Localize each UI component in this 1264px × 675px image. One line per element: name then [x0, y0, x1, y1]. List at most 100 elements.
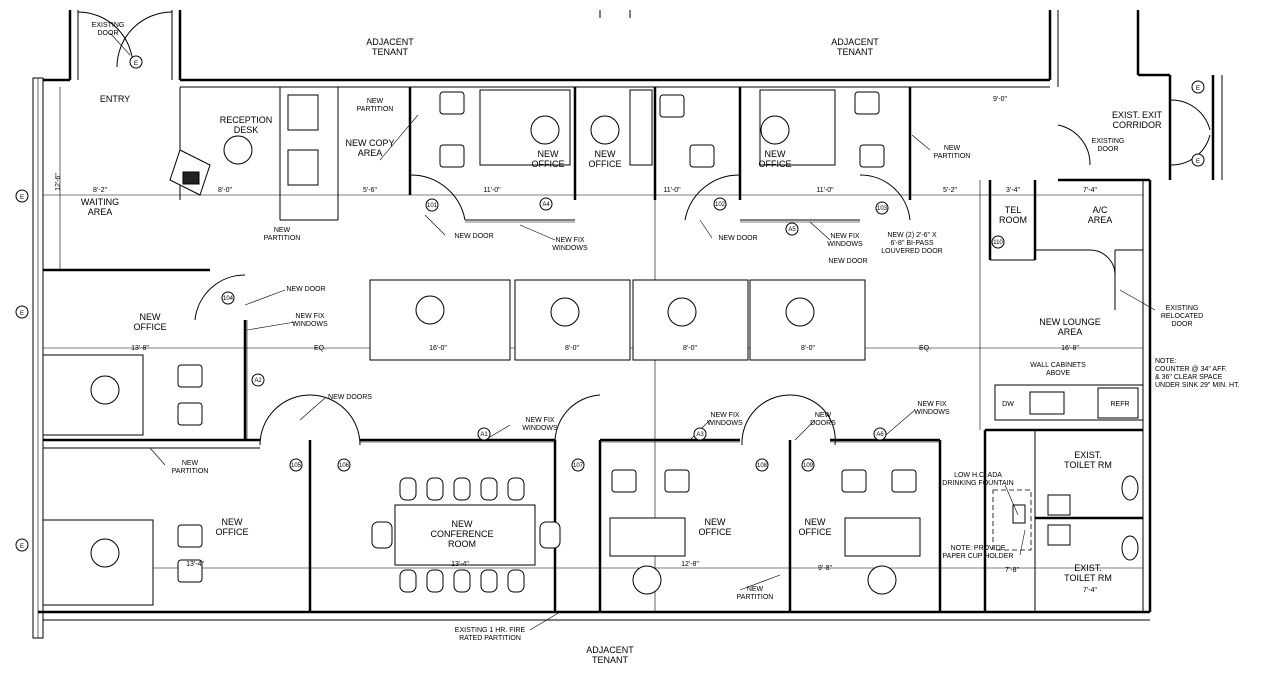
new-door-label-4: NEW DOOR — [286, 286, 325, 293]
window-tag: A6 — [876, 432, 884, 438]
dimension-texts: 12'-6" 8'-2" 8'-0" 5'-6" 11'-0" 11'-0" 1… — [55, 96, 1097, 594]
exterior-walls — [32, 10, 1223, 639]
elevation-label-4: E — [134, 61, 138, 67]
dim-text: 8'-0" — [565, 345, 579, 352]
dim-text: 3'-4" — [1006, 187, 1020, 194]
dim-text: EQ. — [919, 345, 931, 352]
door-tag: 107 — [573, 463, 584, 469]
dim-text: 8'-0" — [801, 345, 815, 352]
conference-table — [394, 504, 536, 566]
dim-text: 12'-6" — [55, 173, 62, 191]
dim-text: 5'-2" — [943, 187, 957, 194]
furniture — [42, 89, 1144, 606]
dim-text: 7'-4" — [1083, 187, 1097, 194]
door-tag: 108 — [757, 463, 768, 469]
door-tag: 104 — [223, 296, 234, 302]
dim-text: 11'-0" — [663, 187, 681, 194]
dim-text: 8'-0" — [218, 187, 232, 194]
dim-text: 13'-8" — [131, 345, 149, 352]
dim-text: 7'-8" — [1005, 567, 1019, 574]
window-tag: A2 — [254, 378, 262, 384]
entry-label: ENTRY — [100, 94, 130, 104]
dim-text: 5'-6" — [363, 187, 377, 194]
dim-text: 9'-8" — [818, 565, 832, 572]
elevation-mark-1 — [15, 189, 29, 203]
door-tag: 102 — [715, 202, 726, 208]
door-tag: 105 — [291, 463, 302, 469]
elevation-mark-3 — [15, 538, 29, 552]
new-doors-label-1: NEW DOORS — [328, 394, 372, 401]
dim-text: EQ. — [314, 345, 326, 352]
dim-text: 16'-8" — [1061, 345, 1079, 352]
dim-text: 16'-0" — [429, 345, 447, 352]
window-tag: A1 — [480, 432, 488, 438]
dim-text: 9'-0" — [993, 96, 1007, 103]
elevation-label-6: E — [1196, 159, 1200, 165]
dim-text: 8'-0" — [683, 345, 697, 352]
door-tag: 103 — [877, 206, 888, 212]
dim-text: 11'-0" — [816, 187, 834, 194]
door-tag: 101 — [427, 203, 438, 209]
toilet-room-label-1: EXIST.TOILET RM — [1064, 450, 1112, 470]
dim-text: 7'-4" — [1083, 587, 1097, 594]
new-door-label-1: NEW DOOR — [454, 233, 493, 240]
elevation-mark-4 — [129, 55, 143, 69]
elevation-mark-5 — [1191, 80, 1205, 94]
elevation-label-5: E — [1196, 86, 1200, 92]
refr-label: REFR — [1110, 401, 1129, 408]
new-door-label-2: NEW DOOR — [718, 235, 757, 242]
window-tag: A3 — [696, 432, 704, 438]
window-tag: A5 — [788, 227, 796, 233]
window-tag: A4 — [542, 202, 550, 208]
dim-text: 8'-2" — [93, 187, 107, 194]
door-swings — [77, 11, 1211, 446]
toilet-room-label-2: EXIST.TOILET RM — [1064, 563, 1112, 583]
door-tag: 110 — [993, 240, 1003, 246]
dim-text: 13'-4" — [451, 561, 469, 568]
workstation-3 — [632, 279, 749, 361]
door-tag: 109 — [803, 463, 814, 469]
new-door-label-3: NEW DOOR — [828, 258, 867, 265]
leader-lines — [109, 32, 1156, 631]
dw-label: DW — [1002, 401, 1014, 408]
elevation-marks: E E E E E E — [15, 55, 1205, 552]
elevation-label-2: E — [20, 311, 24, 317]
dim-text: 12'-8" — [681, 561, 699, 568]
